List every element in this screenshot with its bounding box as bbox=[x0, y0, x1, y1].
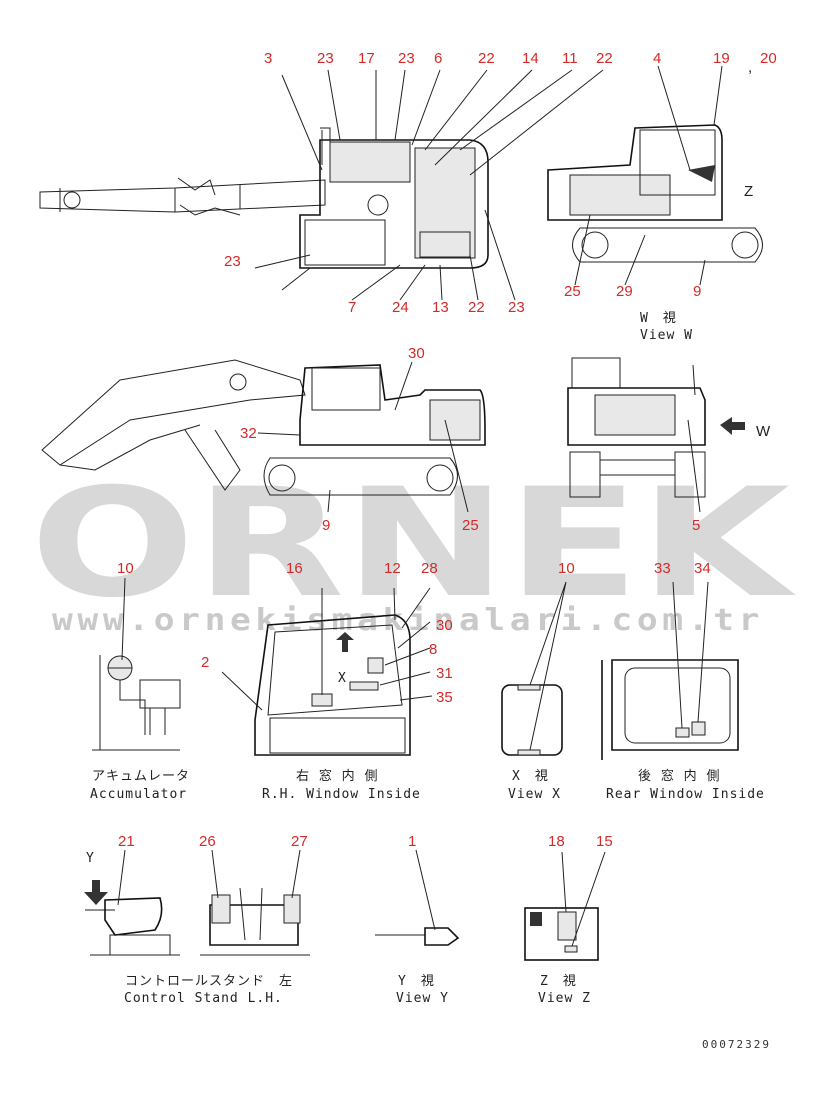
caption-control-stand-en: Control Stand L.H. bbox=[124, 991, 283, 1006]
callout-5: 5 bbox=[692, 517, 700, 534]
callout-14: 14 bbox=[522, 50, 539, 67]
caption-view-w-jp: W 視 bbox=[640, 311, 677, 326]
document-number: 00072329 bbox=[702, 1038, 771, 1051]
callout-22: 22 bbox=[596, 50, 613, 67]
callout-30: 30 bbox=[436, 617, 453, 634]
callout-10: 10 bbox=[117, 560, 134, 577]
callout-30: 30 bbox=[408, 345, 425, 362]
accumulator-drawing: 10 アキュムレータ Accumulator bbox=[90, 560, 190, 802]
view-w-drawing: Z bbox=[547, 65, 763, 286]
callout-4: 4 bbox=[653, 50, 661, 67]
callout-28: 28 bbox=[421, 560, 438, 577]
callout-13: 13 bbox=[432, 299, 449, 316]
callout-20: 20 bbox=[760, 50, 777, 67]
callout-29: 29 bbox=[616, 283, 633, 300]
view-x-drawing: 10 X 視 View X bbox=[501, 560, 575, 802]
view-z-drawing: 18 15 Z 視 View Z bbox=[524, 833, 613, 1006]
view-y-drawing: 1 Y 視 View Y bbox=[375, 833, 460, 1006]
callout-34: 34 bbox=[694, 560, 711, 577]
callout-27: 27 bbox=[291, 833, 308, 850]
rh-window-callouts: 16 12 28 2 30 8 31 35 右 窓 内 側 R.H. Windo… bbox=[201, 560, 453, 802]
callout-15: 15 bbox=[596, 833, 613, 850]
comma-mark: , bbox=[748, 59, 752, 76]
callout-32: 32 bbox=[240, 425, 257, 442]
caption-control-stand-jp: コントロールスタンド 左 bbox=[125, 974, 293, 989]
callout-35: 35 bbox=[436, 689, 453, 706]
view-w-callouts: 4 19 20 , 25 29 9 W 視 View W bbox=[564, 50, 777, 343]
callout-17: 17 bbox=[358, 50, 375, 67]
callout-26: 26 bbox=[199, 833, 216, 850]
callout-9: 9 bbox=[322, 517, 330, 534]
control-stand-drawing: Y bbox=[84, 849, 310, 956]
callout-8: 8 bbox=[429, 641, 437, 658]
caption-rear-window-jp: 後 窓 内 側 bbox=[638, 768, 720, 784]
caption-accumulator-jp: アキュムレータ bbox=[92, 769, 190, 784]
watermark-brand: ORNEK bbox=[30, 457, 796, 631]
callout-3: 3 bbox=[264, 50, 272, 67]
callout-9: 9 bbox=[693, 283, 701, 300]
callout-10: 10 bbox=[558, 560, 575, 577]
callout-19: 19 bbox=[713, 50, 730, 67]
rear-view-drawing: W 5 bbox=[567, 357, 771, 534]
callout-24: 24 bbox=[392, 299, 409, 316]
view-y-marker: Y bbox=[86, 851, 95, 866]
rh-window-drawing: X bbox=[221, 587, 433, 756]
caption-rear-window-en: Rear Window Inside bbox=[606, 787, 765, 802]
top-view-drawing bbox=[39, 69, 604, 301]
callout-18: 18 bbox=[548, 833, 565, 850]
callout-16: 16 bbox=[286, 560, 303, 577]
side-view-drawing bbox=[41, 359, 486, 513]
caption-view-x-en: View X bbox=[508, 787, 561, 802]
callout-25: 25 bbox=[462, 517, 479, 534]
callout-12: 12 bbox=[384, 560, 401, 577]
callout-7: 7 bbox=[348, 299, 356, 316]
callout-31: 31 bbox=[436, 665, 453, 682]
view-x-marker: X bbox=[338, 671, 347, 686]
rear-window-drawing: 33 34 後 窓 内 側 Rear Window Inside bbox=[601, 560, 765, 802]
callout-22: 22 bbox=[478, 50, 495, 67]
caption-view-y-en: View Y bbox=[396, 991, 449, 1006]
callout-11: 11 bbox=[562, 50, 578, 67]
callout-23: 23 bbox=[398, 50, 415, 67]
caption-view-x-jp: X 視 bbox=[512, 769, 549, 784]
caption-view-w-en: View W bbox=[640, 328, 693, 343]
callout-6: 6 bbox=[434, 50, 442, 67]
watermark-url: www.ornekismakinalari.com.tr bbox=[52, 603, 764, 638]
watermark: ORNEK www.ornekismakinalari.com.tr bbox=[30, 457, 796, 638]
callout-22: 22 bbox=[468, 299, 485, 316]
caption-rh-window-jp: 右 窓 内 側 bbox=[296, 768, 378, 784]
caption-view-z-en: View Z bbox=[538, 991, 591, 1006]
caption-accumulator-en: Accumulator bbox=[90, 787, 187, 802]
callout-33: 33 bbox=[654, 560, 671, 577]
callout-25: 25 bbox=[564, 283, 581, 300]
view-w-marker: W bbox=[756, 423, 771, 440]
caption-view-z-jp: Z 視 bbox=[540, 974, 577, 989]
callout-21: 21 bbox=[118, 833, 135, 850]
callout-2: 2 bbox=[201, 654, 209, 671]
caption-view-y-jp: Y 視 bbox=[398, 974, 435, 989]
callout-23: 23 bbox=[224, 253, 241, 270]
side-view-callouts: 30 32 9 25 bbox=[240, 345, 479, 534]
callout-1: 1 bbox=[408, 833, 416, 850]
callout-23: 23 bbox=[317, 50, 334, 67]
callout-23: 23 bbox=[508, 299, 525, 316]
control-stand-callouts: 21 26 27 コントロールスタンド 左 Control Stand L.H. bbox=[118, 833, 308, 1006]
caption-rh-window-en: R.H. Window Inside bbox=[262, 787, 421, 802]
top-view-callouts: 3 23 17 23 6 22 14 11 22 23 7 24 13 22 2… bbox=[224, 50, 613, 316]
view-z-marker: Z bbox=[744, 183, 753, 200]
